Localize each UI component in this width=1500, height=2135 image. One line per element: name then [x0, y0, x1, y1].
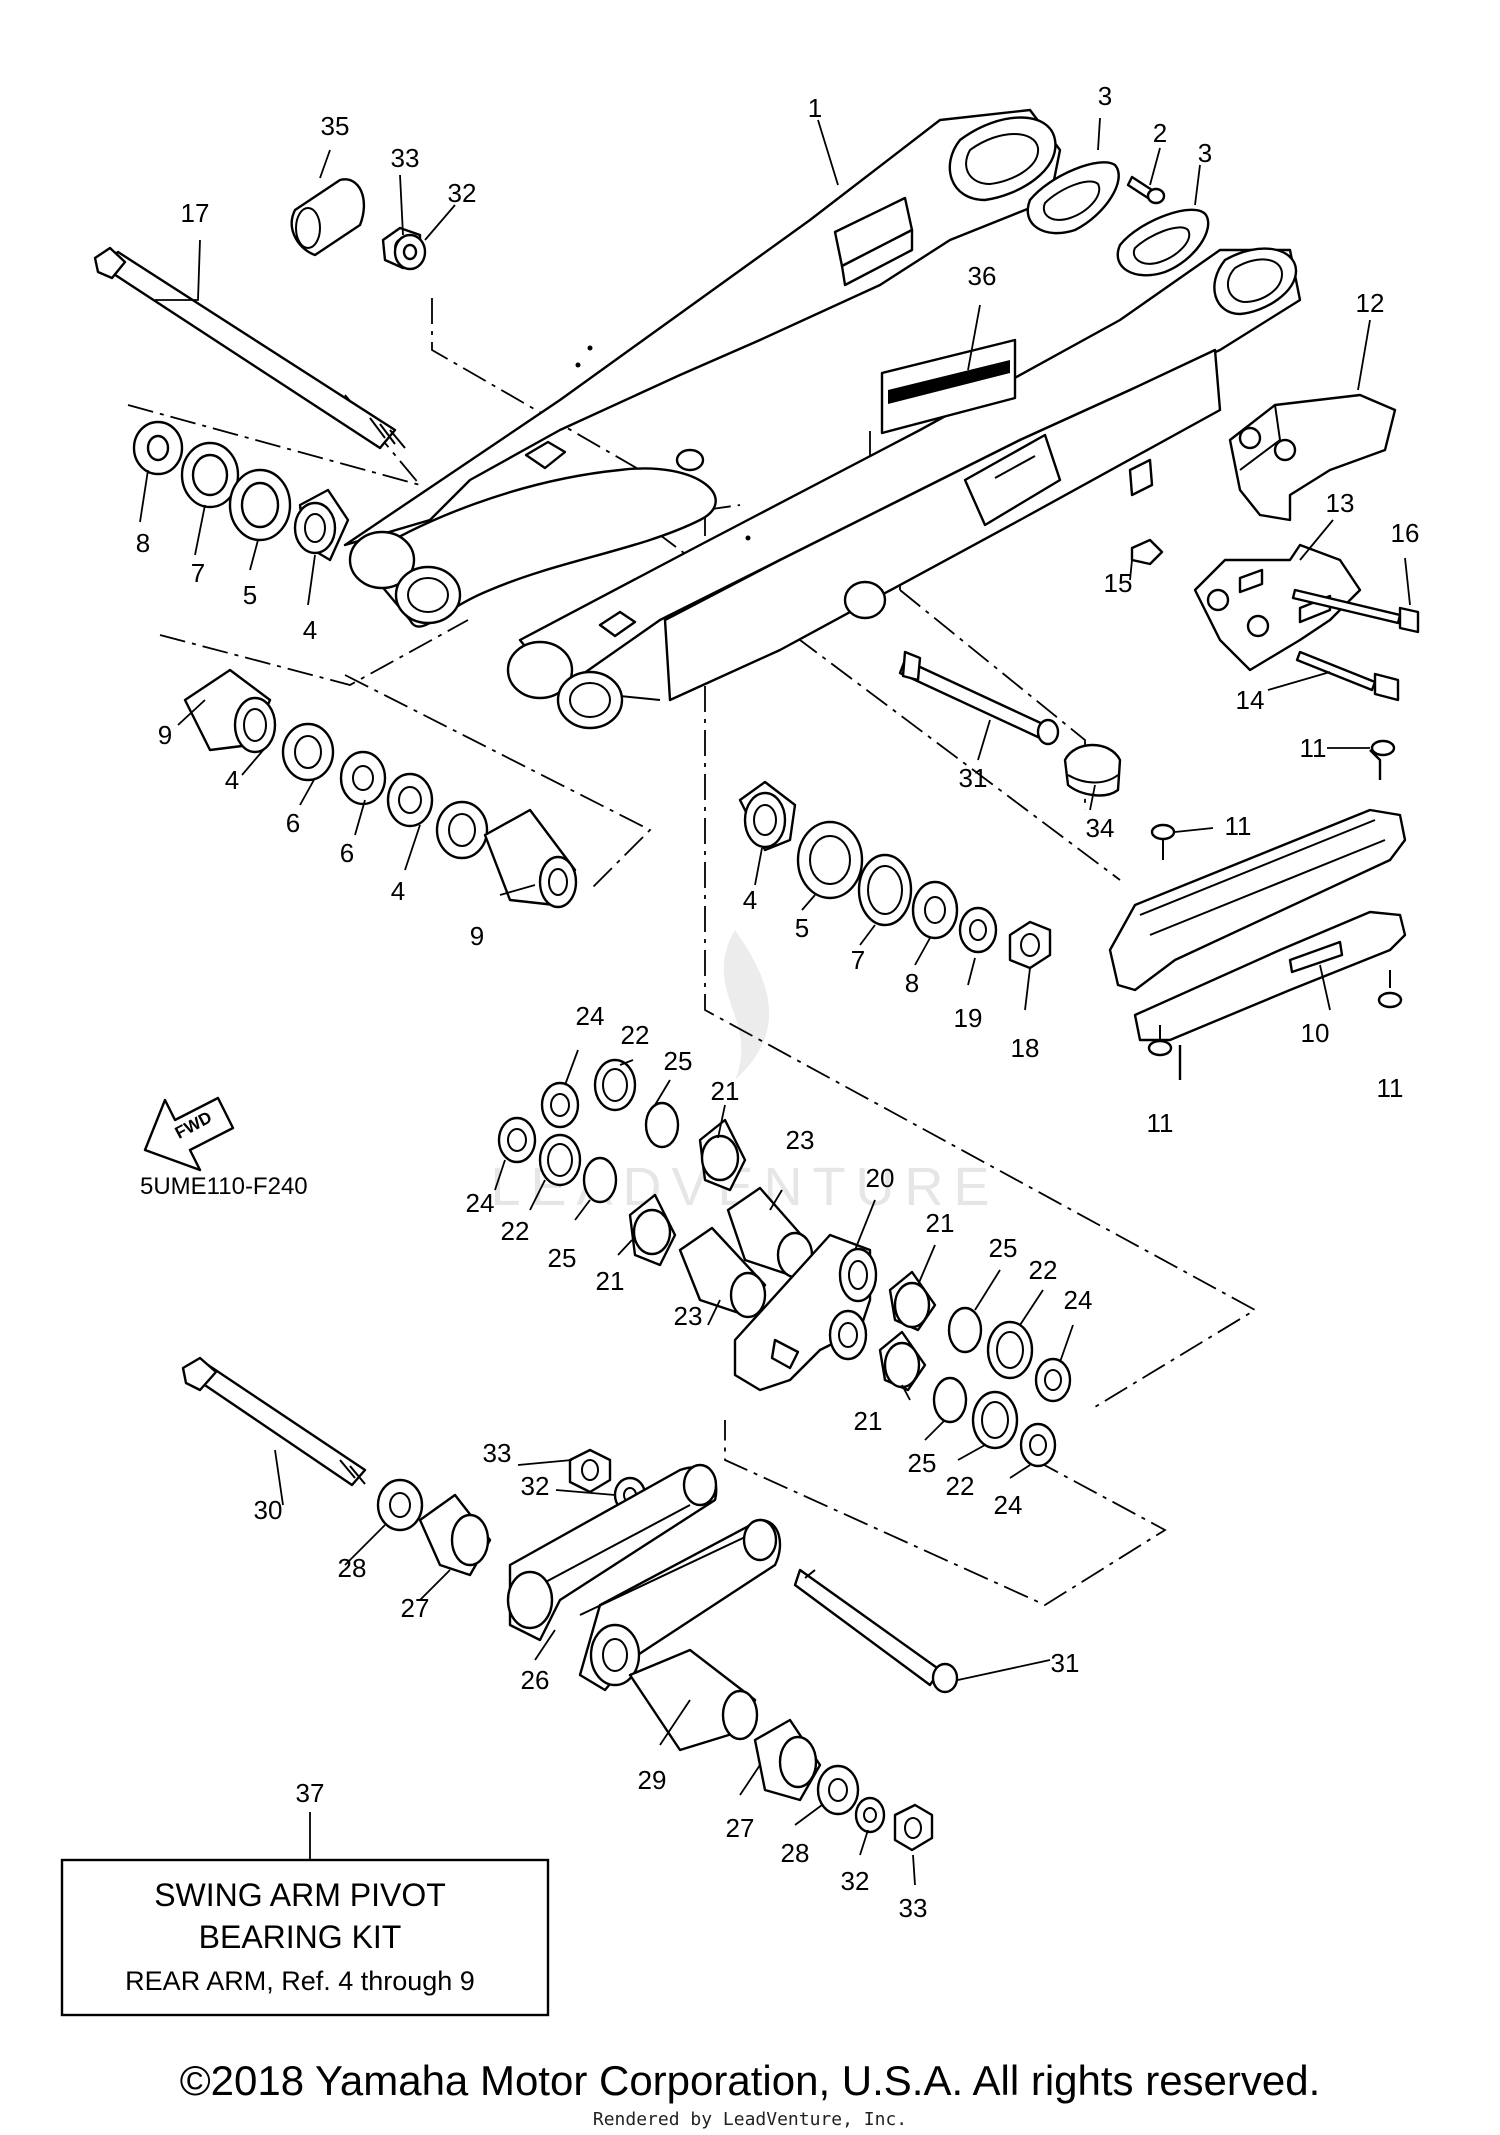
callout-24: 24 — [466, 1188, 495, 1218]
callout-4: 4 — [303, 615, 317, 645]
callout-21: 21 — [854, 1406, 883, 1436]
assembly-lines — [127, 298, 1386, 1607]
callout-22: 22 — [621, 1020, 650, 1050]
lower-bearing-stack — [183, 668, 578, 909]
right-bearing-stack — [738, 650, 1122, 970]
callout-5: 5 — [795, 913, 809, 943]
callout-31: 31 — [1051, 1648, 1080, 1678]
diagram-code: 5UME110-F240 — [140, 1173, 308, 1200]
callout-9: 9 — [158, 720, 172, 750]
chain-guide — [1228, 393, 1397, 522]
watermark-flame-icon — [723, 930, 770, 1080]
callouts: 1 2 3 3 35 33 32 17 36 12 13 16 15 14 8 … — [136, 81, 1420, 1923]
callout-25: 25 — [989, 1233, 1018, 1263]
callout-23: 23 — [674, 1301, 703, 1331]
callout-14: 14 — [1236, 685, 1265, 715]
callout-16: 16 — [1391, 518, 1420, 548]
kit-box: SWING ARM PIVOT BEARING KIT REAR ARM, Re… — [60, 1858, 550, 2017]
callout-35: 35 — [321, 111, 350, 141]
left-bearing-stack — [132, 420, 350, 562]
callout-4: 4 — [225, 765, 239, 795]
adjuster-plates — [1026, 161, 1210, 277]
forward-arrow-icon — [143, 1096, 235, 1172]
callout-33: 33 — [391, 143, 420, 173]
callout-17: 17 — [181, 198, 210, 228]
callout-32: 32 — [521, 1471, 550, 1501]
callout-7: 7 — [851, 945, 865, 975]
callout-4: 4 — [743, 885, 757, 915]
bracket — [1130, 538, 1420, 702]
callout-23: 23 — [786, 1125, 815, 1155]
callout-24: 24 — [1064, 1285, 1093, 1315]
kit-line-2: BEARING KIT — [199, 1919, 402, 1955]
callout-29: 29 — [638, 1765, 667, 1795]
copyright-notice: ©2018 Yamaha Motor Corporation, U.S.A. A… — [180, 2057, 1321, 2104]
kit-box-frame — [60, 1858, 550, 2017]
callout-22: 22 — [1029, 1255, 1058, 1285]
callout-2: 2 — [1153, 118, 1167, 148]
callout-12: 12 — [1356, 288, 1385, 318]
callout-28: 28 — [338, 1553, 367, 1583]
callout-22: 22 — [501, 1216, 530, 1246]
callout-34: 34 — [1086, 813, 1115, 843]
callout-7: 7 — [191, 558, 205, 588]
kit-line-3: REAR ARM, Ref. 4 through 9 — [125, 1966, 475, 1996]
callout-6: 6 — [286, 808, 300, 838]
callout-26: 26 — [521, 1665, 550, 1695]
callout-15: 15 — [1104, 568, 1133, 598]
callout-5: 5 — [243, 580, 257, 610]
relay-arm-group — [497, 1058, 1072, 1468]
callout-30: 30 — [254, 1495, 283, 1525]
leader-lines — [139, 117, 1411, 1886]
callout-13: 13 — [1326, 488, 1355, 518]
callout-33: 33 — [483, 1438, 512, 1468]
callout-21: 21 — [926, 1208, 955, 1238]
callout-31: 31 — [959, 763, 988, 793]
callout-27: 27 — [401, 1593, 430, 1623]
rendered-by-notice: Rendered by LeadVenture, Inc. — [593, 2109, 907, 2130]
connecting-rod-group — [181, 1356, 959, 1852]
callout-24: 24 — [576, 1001, 605, 1031]
callout-21: 21 — [596, 1266, 625, 1296]
callout-8: 8 — [905, 968, 919, 998]
callout-18: 18 — [1011, 1033, 1040, 1063]
callout-9: 9 — [470, 921, 484, 951]
callout-37: 37 — [296, 1778, 325, 1808]
callout-19: 19 — [954, 1003, 983, 1033]
callout-4: 4 — [391, 876, 405, 906]
callout-3: 3 — [1098, 81, 1112, 111]
pivot-shaft — [93, 178, 427, 450]
callout-11: 11 — [1377, 1073, 1404, 1103]
callout-22: 22 — [946, 1471, 975, 1501]
callout-21: 21 — [711, 1076, 740, 1106]
callout-25: 25 — [908, 1448, 937, 1478]
callout-36: 36 — [968, 261, 997, 291]
callout-32: 32 — [448, 178, 477, 208]
callout-6: 6 — [340, 838, 354, 868]
callout-25: 25 — [664, 1046, 693, 1076]
callout-24: 24 — [994, 1490, 1023, 1520]
chain-slider — [1108, 739, 1407, 1080]
callout-11: 11 — [1300, 733, 1327, 763]
callout-20: 20 — [866, 1163, 895, 1193]
callout-11: 11 — [1225, 811, 1252, 841]
callout-8: 8 — [136, 528, 150, 558]
callout-11: 11 — [1147, 1108, 1174, 1138]
callout-27: 27 — [726, 1813, 755, 1843]
callout-1: 1 — [808, 93, 822, 123]
callout-33: 33 — [899, 1893, 928, 1923]
callout-10: 10 — [1301, 1018, 1330, 1048]
callout-3: 3 — [1198, 138, 1212, 168]
callout-25: 25 — [548, 1243, 577, 1273]
swing-arm — [343, 108, 1302, 730]
callout-32: 32 — [841, 1866, 870, 1896]
fwd-arrow: FWD — [143, 1096, 235, 1172]
callout-28: 28 — [781, 1838, 810, 1868]
kit-line-1: SWING ARM PIVOT — [154, 1877, 446, 1913]
